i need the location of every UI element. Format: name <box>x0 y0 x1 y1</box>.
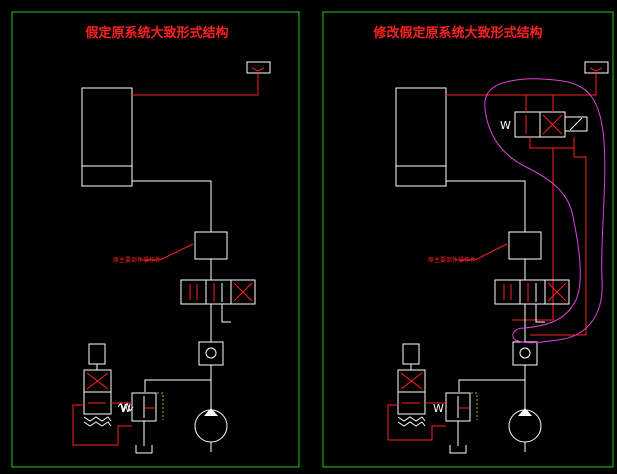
left-panel: 假定原系统大致形式结构 原主要部件操作件 <box>11 11 300 468</box>
return-line <box>132 73 259 96</box>
valve-icon <box>397 369 426 415</box>
valve-icon <box>494 279 570 305</box>
pilot-line <box>72 404 132 446</box>
tank-icon <box>449 444 467 454</box>
control-block <box>508 231 542 260</box>
pilot-line <box>387 404 446 441</box>
svg-text:W: W <box>500 119 511 132</box>
return-line <box>446 73 597 96</box>
check-valve-icon <box>512 341 538 366</box>
spring-icon <box>397 416 426 427</box>
relief-valve-icon <box>445 392 471 422</box>
pressure-line <box>132 180 212 232</box>
pressure-line <box>446 180 526 232</box>
spring-icon <box>83 416 112 427</box>
cylinder-icon <box>395 87 447 187</box>
cylinder-icon <box>81 87 133 187</box>
pump-icon <box>508 408 542 443</box>
svg-text:W: W <box>120 402 131 415</box>
left-panel-frame <box>11 11 300 468</box>
tank-icon <box>246 61 271 74</box>
check-valve-icon <box>198 341 224 366</box>
right-panel: 修改假定原系统大致形式结构 W <box>322 11 614 468</box>
annotation-leader <box>455 243 508 261</box>
control-block <box>194 231 228 260</box>
valve-icon <box>514 111 588 138</box>
relief-valve-icon <box>131 392 157 422</box>
annotation-text: 原主要部件操作件 <box>113 256 161 264</box>
valve-icon <box>180 279 256 305</box>
right-panel-frame <box>322 11 614 468</box>
left-panel-title: 假定原系统大致形式结构 <box>85 25 228 41</box>
annotation-leader <box>140 243 194 261</box>
solenoid-block <box>402 343 420 365</box>
highlight-outline <box>484 78 606 344</box>
valve-icon <box>83 369 112 415</box>
right-panel-title: 修改假定原系统大致形式结构 <box>372 25 542 41</box>
solenoid-block <box>88 343 106 365</box>
tank-icon <box>135 444 153 454</box>
annotation-text: 原主要部件操作件 <box>428 256 476 264</box>
svg-text:W: W <box>433 402 444 415</box>
tank-icon <box>584 61 609 74</box>
pump-icon <box>194 408 228 443</box>
